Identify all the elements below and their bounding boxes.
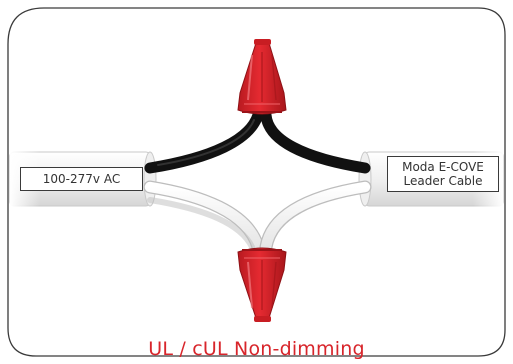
leader-cable-line2: Leader Cable <box>403 174 483 188</box>
wire-nut-icon <box>237 39 287 115</box>
hot-wires <box>144 109 371 174</box>
leader-cable-label: Moda E-COVE Leader Cable <box>387 156 499 192</box>
diagram-frame <box>7 7 506 357</box>
input-voltage-text: 100-277v AC <box>42 172 121 186</box>
wire-nut-icon <box>237 247 287 322</box>
neutral-wires <box>143 180 372 254</box>
certification-caption: UL / cUL Non-dimming <box>148 338 365 360</box>
leader-cable-line1: Moda E-COVE <box>402 160 484 174</box>
input-voltage-label: 100-277v AC <box>20 167 143 191</box>
